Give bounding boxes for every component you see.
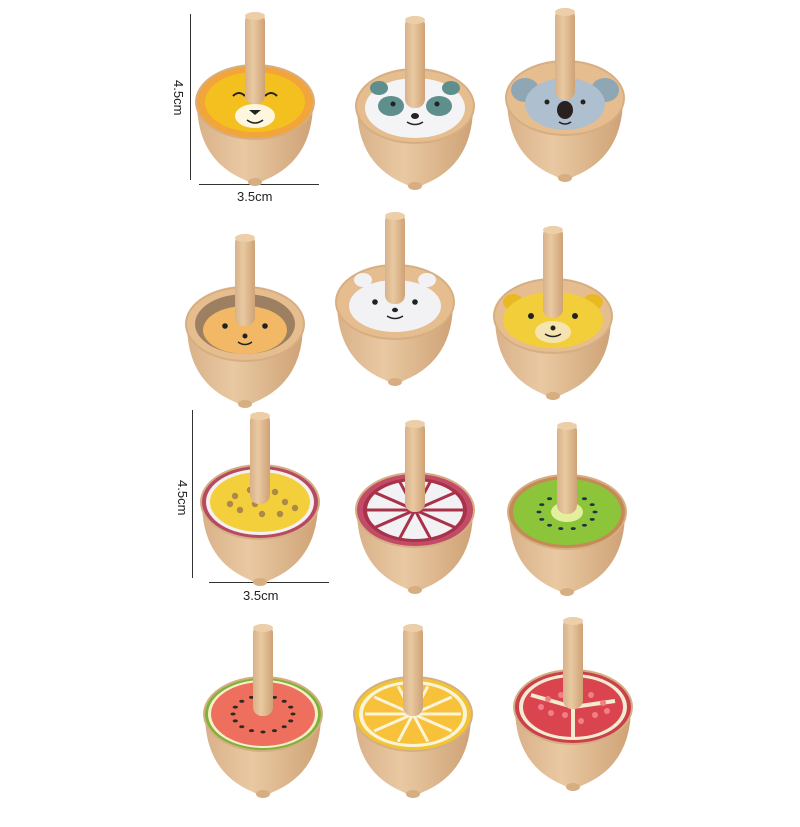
spinning-top-orange (343, 622, 483, 822)
width-dimension-label-1: 3.5cm (237, 189, 273, 204)
spinning-top-bunny (325, 210, 465, 410)
height-dimension-line-1 (190, 14, 191, 180)
watermelon-top-illustration (203, 624, 323, 798)
panda-top-illustration (355, 16, 475, 190)
passion-fruit-top-illustration (200, 412, 320, 586)
grapefruit-top-illustration (355, 420, 475, 594)
orange-top-illustration (353, 624, 473, 798)
wooden-stem (385, 212, 405, 304)
wooden-stem (253, 624, 273, 716)
wooden-tip (560, 588, 574, 596)
wooden-tip (238, 400, 252, 408)
wooden-tip (408, 182, 422, 190)
wooden-tip (408, 586, 422, 594)
kiwi-top-illustration (507, 422, 627, 596)
wooden-stem (250, 412, 270, 504)
tiger-top-illustration (493, 226, 613, 400)
spinning-top-pomegranate (503, 615, 643, 815)
wooden-tip (566, 783, 580, 791)
wooden-tip (558, 174, 572, 182)
lion-top-illustration (195, 12, 315, 186)
height-dimension-line-2 (192, 410, 193, 578)
spinning-top-tiger (483, 224, 623, 424)
wooden-stem (405, 420, 425, 512)
koala-top-illustration (505, 8, 625, 182)
height-dimension-label-2: 4.5cm (175, 480, 190, 516)
bunny-top-illustration (335, 212, 455, 386)
spinning-top-panda (345, 14, 485, 214)
wooden-stem (405, 16, 425, 108)
pomegranate-top-illustration (513, 617, 633, 791)
spinning-top-hamster (175, 232, 315, 432)
wooden-stem (557, 422, 577, 514)
width-dimension-label-2: 3.5cm (243, 588, 279, 603)
wooden-stem (245, 12, 265, 104)
wooden-stem (235, 234, 255, 326)
spinning-top-grapefruit (345, 418, 485, 618)
hamster-top-illustration (185, 234, 305, 408)
spinning-top-koala (495, 6, 635, 206)
wooden-tip (546, 392, 560, 400)
spinning-top-watermelon (193, 622, 333, 822)
wooden-tip (253, 578, 267, 586)
height-dimension-label-1: 4.5cm (171, 80, 186, 116)
wooden-stem (403, 624, 423, 716)
spinning-top-kiwi (497, 420, 637, 620)
spinning-top-lion (185, 10, 325, 210)
wooden-stem (563, 617, 583, 709)
spinning-top-passion-fruit (190, 410, 330, 610)
wooden-tip (388, 378, 402, 386)
wooden-tip (406, 790, 420, 798)
wooden-tip (256, 790, 270, 798)
wooden-tip (248, 178, 262, 186)
wooden-stem (555, 8, 575, 100)
width-dimension-line-2 (209, 582, 329, 583)
wooden-stem (543, 226, 563, 318)
